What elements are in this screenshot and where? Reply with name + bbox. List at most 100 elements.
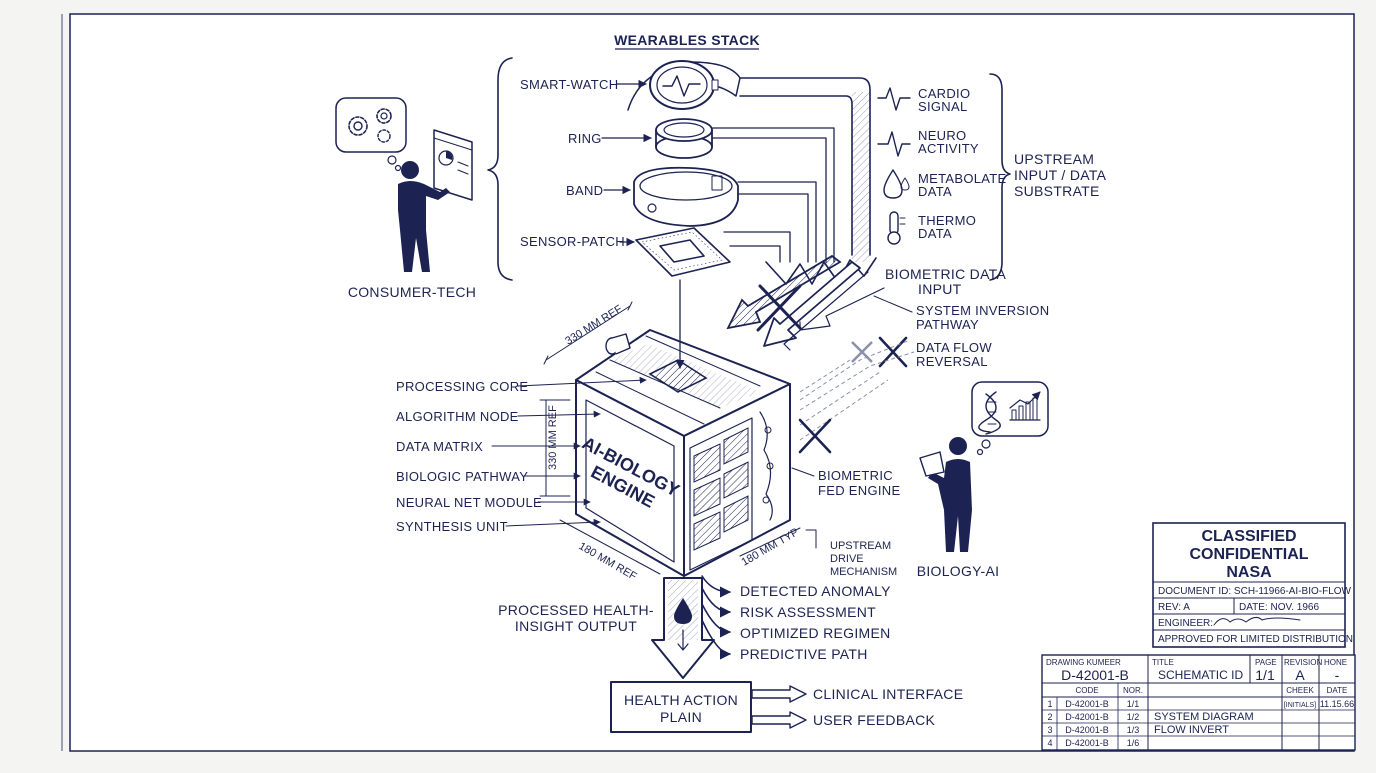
biology-ai-person [919,437,972,552]
tb-hone: - [1335,667,1340,683]
neuro-label-1: NEURO [918,128,966,143]
tb-title: SCHEMATIC ID [1158,668,1243,682]
tb-drawing-number-label: DRAWING KUMEER [1046,658,1121,667]
tb-nor-label: NOR. [1123,686,1143,695]
tb-row-1-date: 11.15.66 [1320,699,1354,709]
system-inversion-label-1: SYSTEM INVERSION [916,303,1049,318]
part-label-algorithm-node: ALGORITHM NODE [396,409,519,424]
part-label-processing-core: PROCESSING CORE [396,379,528,394]
part-label-synthesis-unit: SYNTHESIS UNIT [396,519,508,534]
output-down-arrow [651,577,715,679]
drive-label-3: MECHANISM [830,566,897,578]
classified-heading-1: CLASSIFIED [1201,528,1296,545]
ring-icon [655,118,713,159]
metabolate-label-2: DATA [918,184,952,199]
tb-row-1-code: D-42001-B [1065,699,1109,709]
sensor-patch-label: SENSOR-PATCH [520,234,625,249]
cardio-wave-icon [877,87,911,111]
fed-engine-label-1: BIOMETRIC [818,468,893,483]
dimension-lines [539,301,801,575]
data-flow-reversal-label-1: DATA FLOW [916,340,992,355]
tb-page-label: PAGE [1255,658,1277,667]
drive-label-2: DRIVE [830,553,864,565]
output-detected-anomaly: DETECTED ANOMALY [740,583,891,599]
biometric-flow-pipes [711,77,877,285]
tb-row-3-code: D-42001-B [1065,725,1109,735]
processing-core-chip [648,359,708,393]
upstream-label-2: INPUT / DATA [1014,167,1107,183]
thermo-label-1: THERMO [918,213,976,228]
thermometer-icon [887,211,906,245]
tb-row-3-desc: FLOW INVERT [1154,724,1229,736]
dashboard-screen-icon [433,129,473,201]
classified-approved: APPROVED FOR LIMITED DISTRIBUTION [1158,634,1353,645]
band-icon [633,166,739,227]
cardio-label-1: CARDIO [918,86,970,101]
dim-side-label: 330 MM REF [547,405,559,470]
consumer-tech-person [398,161,450,272]
part-label-neural-net-module: NEURAL NET MODULE [396,495,542,510]
ring-label: RING [568,131,602,146]
data-flow-reversal-icon [851,336,908,368]
biometric-input-label-1: BIOMETRIC DATA [885,266,1006,282]
tb-date-label: DATE [1327,686,1348,695]
wearables-bracket [487,57,513,281]
thermo-label-2: DATA [918,226,952,241]
part-label-biologic-pathway: BIOLOGIC PATHWAY [396,469,528,484]
upstream-label-3: SUBSTRATE [1014,183,1100,199]
upstream-label-1: UPSTREAM [1014,151,1094,167]
data-flow-reversal-label-2: REVERSAL [916,354,988,369]
reversal-ghost-pipes [799,339,915,441]
tb-revision-label: REVISION [1284,658,1322,667]
engine-part-labels: PROCESSING CORE ALGORITHM NODE DATA MATR… [396,376,647,534]
drive-label-1: UPSTREAM [830,540,891,552]
tb-drawing-number: D-42001-B [1061,667,1129,683]
fed-engine-label-2: FED ENGINE [818,483,900,498]
classified-date: DATE: NOV. 1966 [1239,602,1319,613]
tb-row-2-n: 2 [1047,712,1052,722]
tb-revision: A [1295,667,1305,683]
consumer-tech-label: CONSUMER-TECH [348,284,476,300]
processed-output-label-1: PROCESSED HEALTH- [498,602,654,618]
tb-code-label: CODE [1075,686,1098,695]
classified-document-id: DOCUMENT ID: SCH-11966-AI-BIO-FLOW [1158,586,1352,597]
cardio-label-2: SIGNAL [918,99,967,114]
gear-icon [348,108,392,143]
tb-row-2-desc: SYSTEM DIAGRAM [1154,711,1254,723]
diagram-title: WEARABLES STACK [614,32,760,48]
tb-row-2-code: D-42001-B [1065,712,1109,722]
output-optimized-regimen: OPTIMIZED REGIMEN [740,625,891,641]
output-risk-assessment: RISK ASSESSMENT [740,604,876,620]
classified-heading-3: NASA [1226,564,1272,581]
action-plan-label-2: PLAIN [660,709,702,725]
tb-row-1-check: [INITIALS] [1284,702,1316,709]
output-branches [701,575,732,660]
smartwatch-label: SMART-WATCH [520,77,618,92]
classified-engineer: ENGINEER: [1158,618,1213,629]
output-predictive-path: PREDICTIVE PATH [740,646,868,662]
processed-output-label-2: INSIGHT OUTPUT [515,618,637,634]
title-block [1041,654,1356,751]
tb-row-4-n: 4 [1047,738,1052,748]
tb-title-label: TITLE [1152,658,1174,667]
tb-row-1-nor: 1/1 [1127,699,1140,709]
smartwatch-icon [627,60,741,111]
tb-row-3-n: 3 [1047,725,1052,735]
neuro-label-2: ACTIVITY [918,141,979,156]
tb-row-3-nor: 1/3 [1127,725,1140,735]
tb-hone-label: HONE [1324,658,1347,667]
metabolate-label-1: METABOLATE [918,171,1007,186]
dna-icon [978,391,1001,435]
bar-chart-icon [1009,391,1041,421]
tb-row-4-code: D-42001-B [1065,738,1109,748]
fed-engine-cross-icon [798,418,832,454]
health-action-plan-box [610,681,752,733]
action-plan-label-1: HEALTH ACTION [624,692,738,708]
band-label: BAND [566,183,603,198]
tb-page: 1/1 [1255,667,1275,683]
tb-check-label: CHEEK [1286,686,1314,695]
classified-heading-2: CONFIDENTIAL [1189,546,1308,563]
